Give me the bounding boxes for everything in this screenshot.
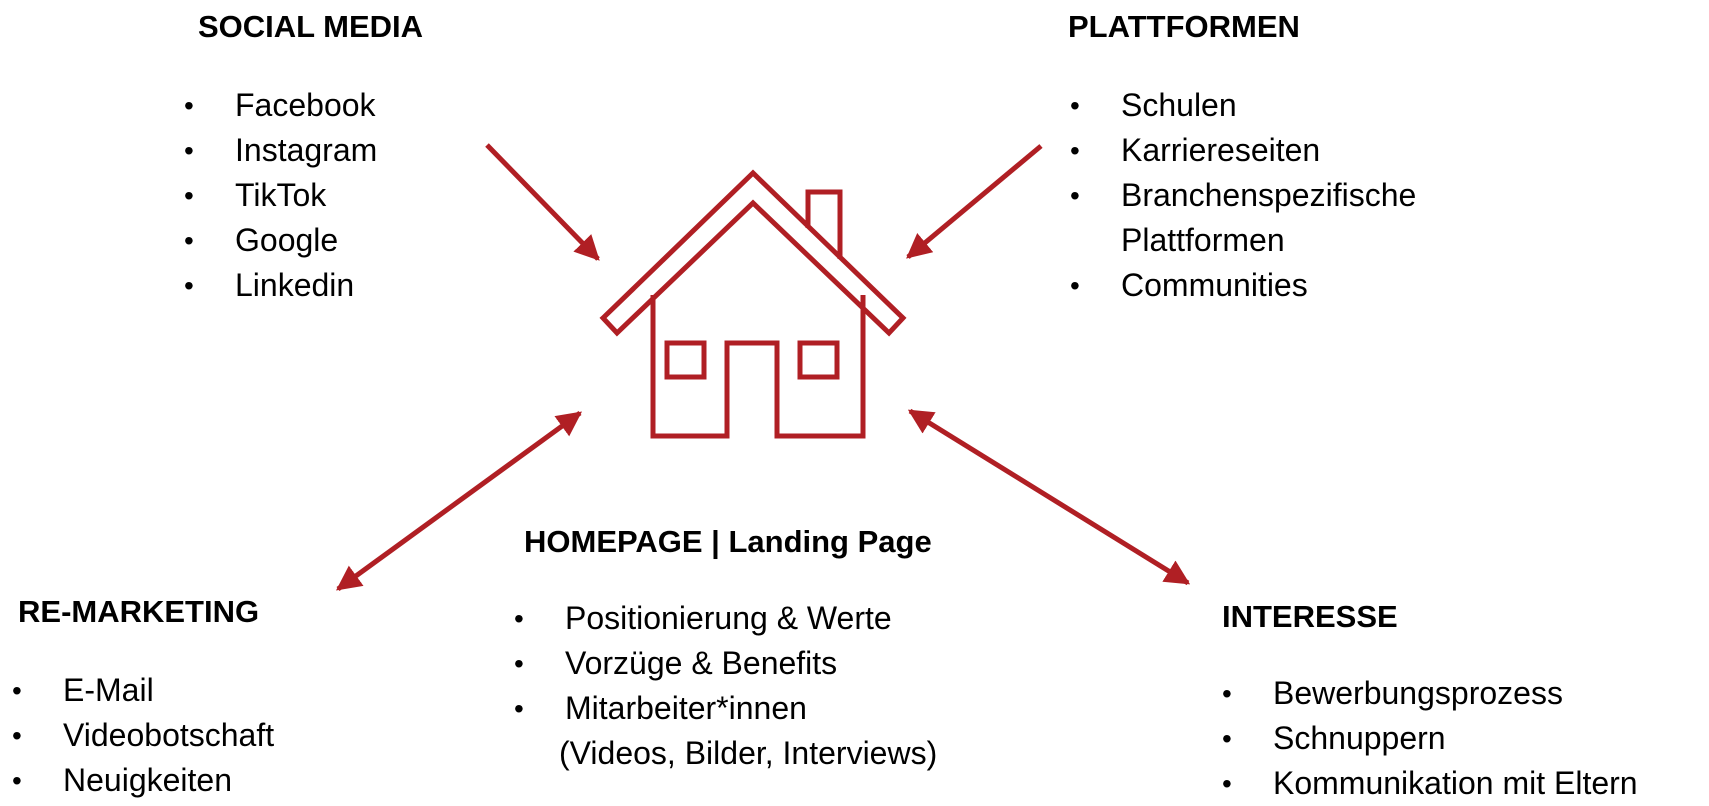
plattformen-list: Schulen Karriereseiten Branchenspezifisc…: [1066, 83, 1416, 308]
list-item-continuation: (Videos, Bilder, Interviews): [559, 735, 938, 771]
list-item-continuation: Plattformen: [1121, 222, 1285, 258]
homepage-heading: HOMEPAGE | Landing Page: [524, 524, 932, 559]
re-marketing-list: E-Mail Videobotschaft Neuigkeiten: [8, 668, 274, 803]
list-item: Kommunikation mit Eltern: [1218, 761, 1638, 806]
list-item: Schnuppern: [1218, 716, 1638, 761]
homepage-list: Positionierung & Werte Vorzüge & Benefit…: [510, 596, 937, 776]
house-icon: [599, 169, 907, 439]
list-item: Linkedin: [180, 263, 377, 308]
list-item: Instagram: [180, 128, 377, 173]
social-media-heading: SOCIAL MEDIA: [198, 9, 424, 44]
list-item: E-Mail: [8, 668, 274, 713]
interesse-heading: INTERESSE: [1222, 599, 1398, 634]
arrow-social-media-to-homepage: [485, 143, 600, 261]
arrow-homepage-re-marketing: [335, 410, 583, 592]
re-marketing-heading: RE-MARKETING: [18, 594, 260, 629]
interesse-list: Bewerbungsprozess Schnuppern Kommunikati…: [1218, 671, 1638, 806]
list-item: Mitarbeiter*innen (Videos, Bilder, Inter…: [510, 686, 937, 776]
list-item: Bewerbungsprozess: [1218, 671, 1638, 716]
list-item: TikTok: [180, 173, 377, 218]
list-item-text: Branchenspezifische: [1121, 177, 1417, 213]
arrow-homepage-interesse: [907, 408, 1191, 586]
list-item: Neuigkeiten: [8, 758, 274, 803]
arrow-plattformen-to-homepage: [906, 144, 1043, 259]
list-item: Branchenspezifische Plattformen: [1066, 173, 1416, 263]
list-item: Karriereseiten: [1066, 128, 1416, 173]
list-item: Vorzüge & Benefits: [510, 641, 937, 686]
list-item: Google: [180, 218, 377, 263]
plattformen-heading: PLATTFORMEN: [1068, 9, 1300, 44]
list-item: Videobotschaft: [8, 713, 274, 758]
list-item: Positionierung & Werte: [510, 596, 937, 641]
list-item: Facebook: [180, 83, 377, 128]
list-item-text: Mitarbeiter*innen: [565, 690, 807, 726]
list-item: Communities: [1066, 263, 1416, 308]
list-item: Schulen: [1066, 83, 1416, 128]
social-media-list: Facebook Instagram TikTok Google Linkedi…: [180, 83, 377, 308]
